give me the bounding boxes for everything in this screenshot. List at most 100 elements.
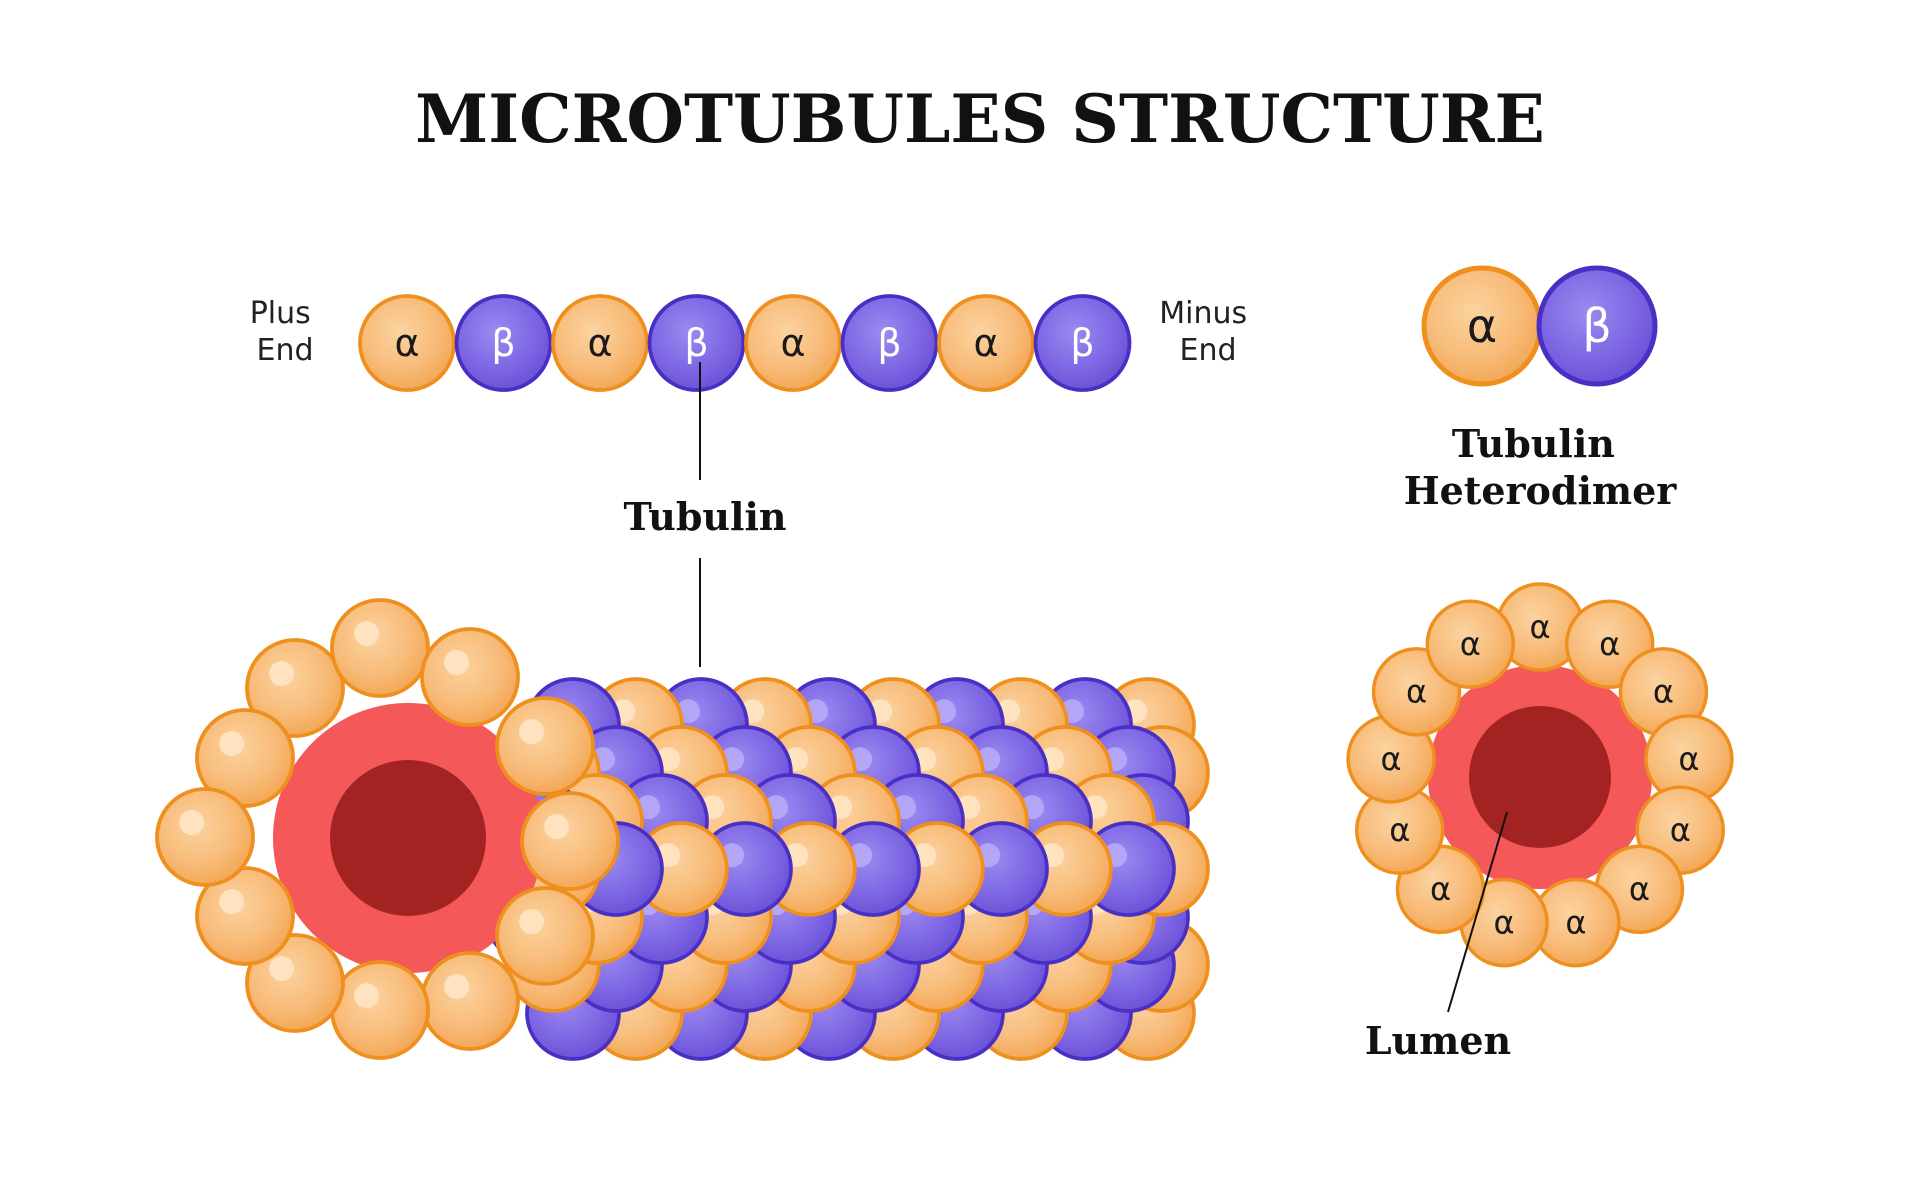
tube-end-subunit-3-sphere [420, 627, 520, 727]
protofilament-subunit-1-symbol: α [394, 321, 419, 365]
tube-end-subunit-11 [195, 708, 295, 808]
tube-end-subunit-10 [195, 866, 295, 966]
tube-end-subunit-7-highlight [444, 974, 470, 1000]
heterodimer-label-line-1: Tubulin [1452, 421, 1615, 466]
plus-end-label: Plus End [250, 296, 321, 368]
cross-section-subunit-2-symbol: α [1599, 625, 1620, 663]
tube-end-subunit-12-highlight [179, 810, 205, 836]
plus-end-line-1: Plus [250, 296, 311, 331]
tube-end-lumen [330, 760, 486, 916]
cross-section-subunit-10: α [1355, 785, 1445, 875]
cross-section-subunit-13-sphere [1425, 599, 1516, 689]
tube-end-subunit-3 [420, 627, 520, 727]
tube-end-subunit-5-sphere [520, 791, 620, 891]
cross-section-subunit-3-symbol: α [1653, 673, 1674, 711]
tube-end-subunit-2-highlight [354, 621, 380, 647]
cross-section-subunit-1: α [1495, 582, 1585, 672]
tube-end-subunit-6-sphere [495, 886, 595, 986]
protofilament-subunit-6-symbol: β [877, 321, 901, 365]
tube-end-subunit-12 [155, 787, 255, 887]
cross-section-lumen [1469, 706, 1611, 848]
tube-end-subunit-5 [520, 791, 620, 891]
tube-end-subunit-3-highlight [444, 650, 470, 676]
tube-end-subunit-5-highlight [544, 814, 570, 840]
cross-section-subunit-13: α [1425, 599, 1516, 689]
tube-end-subunit-4 [495, 696, 595, 796]
heterodimer-label-line-2: Heterodimer [1404, 468, 1678, 513]
tube-end-subunit-4-sphere [495, 696, 595, 796]
lumen-pointer [1447, 811, 1508, 1013]
cross-section-subunit-1-symbol: α [1529, 608, 1550, 646]
minus-end-line-2: End [1179, 333, 1236, 368]
tube-end-subunit-1-sphere [245, 638, 345, 738]
minus-end-label: Minus End [1159, 296, 1256, 368]
protofilament-subunit-3-symbol: α [587, 321, 612, 365]
tubulin-heterodimer: α β Tubulin Heterodimer [1404, 265, 1678, 513]
cross-section-subunit-5-symbol: α [1670, 811, 1691, 849]
cross-section-subunit-13-symbol: α [1460, 625, 1481, 663]
cross-section-subunit-8-symbol: α [1494, 904, 1515, 942]
tubulin-callout: Tubulin [623, 362, 787, 667]
tube-end-subunit-2 [330, 598, 430, 698]
heterodimer-beta-symbol: β [1582, 299, 1611, 353]
protofilament-subunit-2-symbol: β [491, 321, 515, 365]
cross-section-subunit-7-symbol: α [1565, 904, 1586, 942]
cross-section-subunit-4-symbol: α [1678, 740, 1699, 778]
protofilament-subunit-4-sphere [647, 294, 746, 392]
plus-end-line-2: End [256, 333, 313, 368]
tube-end-subunit-2-sphere [330, 598, 430, 698]
protofilament-subunit-8-symbol: β [1070, 321, 1094, 365]
protofilament-subunit-2: β [454, 294, 553, 392]
protofilament-subunit-5-symbol: α [780, 321, 805, 365]
tube-end-subunit-12-sphere [155, 787, 255, 887]
protofilament-subunit-4-symbol: β [684, 321, 708, 365]
protofilament-subunit-2-sphere [454, 294, 553, 392]
protofilament-subunit-6: β [840, 294, 939, 392]
heterodimer-label: Tubulin Heterodimer [1404, 421, 1678, 513]
tube-end-subunit-8-highlight [354, 983, 380, 1009]
protofilament-subunit-6-sphere [840, 294, 939, 392]
tube-end-subunit-6 [495, 886, 595, 986]
tubulin-label: Tubulin [623, 494, 786, 539]
heterodimer-beta-subunit [1536, 265, 1658, 387]
tube-end-subunit-11-highlight [219, 731, 245, 757]
tube-end-subunit-6-highlight [519, 909, 545, 935]
tube-end-subunit-9 [245, 933, 345, 1033]
tube-end-subunit-4-highlight [519, 719, 545, 745]
tube-end-subunit-10-sphere [195, 866, 295, 966]
protofilament-subunit-8: β [1033, 294, 1132, 392]
cross-section-subunit-11-symbol: α [1381, 740, 1402, 778]
protofilament-subunit-4: β [647, 294, 746, 392]
cross-section-subunit-4: α [1644, 714, 1734, 804]
protofilament-subunit-1: α [358, 294, 456, 392]
tube-end-subunit-8 [330, 960, 430, 1060]
tube-end-subunit-7-sphere [420, 951, 520, 1051]
protofilament-subunit-7: α [937, 294, 1035, 392]
cross-section-subunit-3: α [1618, 647, 1709, 737]
diagram-title: MICROTUBULES STRUCTURE [415, 80, 1545, 158]
tube-end-subunit-8-sphere [330, 960, 430, 1060]
heterodimer-alpha-symbol: α [1467, 299, 1497, 353]
cross-section-subunit-6-symbol: α [1629, 870, 1650, 908]
minus-end-line-1: Minus [1159, 296, 1247, 331]
cross-section-subunit-9-symbol: α [1430, 870, 1451, 908]
protofilament-subunit-3: α [551, 294, 649, 392]
tube-end-subunit-1-highlight [269, 661, 295, 687]
microtubule-3d [155, 598, 1210, 1061]
tube-end-subunit-10-highlight [219, 889, 245, 915]
protofilament-subunit-7-sphere [937, 294, 1035, 392]
tube-end-subunit-11-sphere [195, 708, 295, 808]
tube-end-subunit-7 [420, 951, 520, 1051]
protofilament-subunit-3-sphere [551, 294, 649, 392]
tube-end-subunit-9-highlight [269, 956, 295, 982]
lumen-label: Lumen [1365, 1018, 1511, 1063]
protofilament-subunit-8-sphere [1033, 294, 1132, 392]
cross-section-subunit-12-symbol: α [1406, 673, 1427, 711]
cross-section-subunit-10-symbol: α [1389, 811, 1410, 849]
protofilament-subunit-5: α [744, 294, 842, 392]
